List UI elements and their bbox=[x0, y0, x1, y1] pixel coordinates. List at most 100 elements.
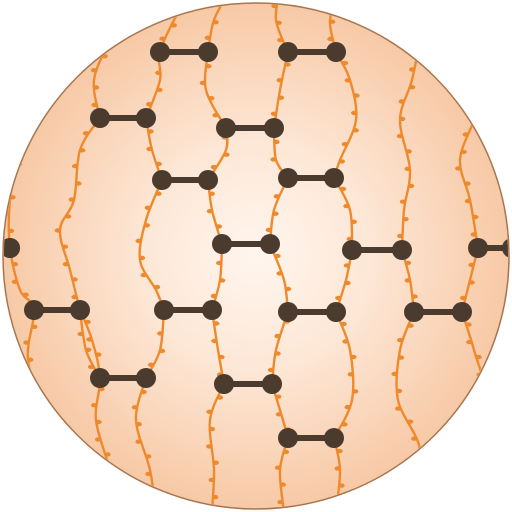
chain-bead bbox=[279, 482, 286, 487]
chain-bead bbox=[64, 214, 72, 219]
chain-bead bbox=[395, 406, 402, 411]
chain-bead bbox=[212, 460, 219, 465]
crosslink bbox=[468, 238, 508, 258]
crosslink-node bbox=[468, 238, 488, 258]
crosslink bbox=[4, 238, 20, 258]
chain-bead bbox=[277, 95, 285, 100]
crosslink-node bbox=[278, 428, 298, 448]
crosslink-node bbox=[212, 234, 232, 254]
chain-bead bbox=[338, 159, 345, 164]
chain-bead bbox=[460, 295, 467, 301]
chain-bead bbox=[465, 322, 472, 327]
chain-bead bbox=[455, 166, 462, 171]
chain-bead bbox=[26, 374, 33, 380]
chain-bead bbox=[265, 227, 273, 233]
chain-bead bbox=[347, 372, 354, 377]
crosslink bbox=[342, 240, 412, 260]
chain-bead bbox=[408, 85, 416, 90]
chain-bead bbox=[7, 228, 15, 234]
crosslink-node bbox=[4, 238, 20, 258]
chain-bead bbox=[94, 437, 102, 442]
chain-bead bbox=[344, 404, 351, 410]
crosslink-node bbox=[324, 168, 344, 188]
crosslink-node bbox=[136, 108, 156, 128]
chain-bead bbox=[71, 294, 78, 300]
chain-bead bbox=[267, 367, 275, 373]
chain-bead bbox=[157, 331, 164, 336]
crosslink-node bbox=[326, 42, 346, 62]
chain-bead bbox=[405, 149, 412, 154]
chain-bead bbox=[116, 23, 123, 28]
chain-bead bbox=[274, 351, 281, 356]
chain-bead bbox=[135, 238, 142, 244]
chain-bead bbox=[341, 142, 349, 147]
crosslink-node bbox=[342, 240, 362, 260]
crosslink bbox=[154, 300, 222, 320]
chain-bead bbox=[170, 23, 177, 28]
chain-bead bbox=[120, 6, 127, 11]
chain-bead bbox=[213, 321, 220, 326]
chain-bead bbox=[131, 405, 139, 410]
chain-bead bbox=[479, 422, 486, 427]
chain-bead bbox=[399, 116, 406, 122]
chain-bead bbox=[475, 354, 482, 360]
chain-bead bbox=[404, 278, 411, 283]
chain-bead bbox=[473, 100, 481, 106]
chain-bead bbox=[175, 6, 182, 11]
chain-bead bbox=[71, 163, 79, 169]
chain-bead bbox=[270, 157, 277, 162]
chain-bead bbox=[145, 471, 152, 477]
crosslink bbox=[278, 168, 344, 188]
crosslink-node bbox=[202, 300, 222, 320]
crosslink-node bbox=[278, 42, 298, 62]
crosslink-node bbox=[216, 118, 236, 138]
crosslink bbox=[212, 234, 280, 254]
chain-bead bbox=[344, 280, 351, 286]
crosslink bbox=[90, 108, 156, 128]
chain-bead bbox=[273, 194, 280, 199]
chain-bead bbox=[62, 262, 70, 267]
chain-bead bbox=[210, 293, 218, 299]
chain-bead bbox=[87, 364, 95, 370]
chain-bead bbox=[340, 321, 347, 327]
chain-bead bbox=[31, 324, 38, 329]
chain-bead bbox=[274, 465, 282, 470]
polymer-chain bbox=[208, 382, 226, 508]
chain-bead bbox=[466, 339, 473, 345]
chain-bead bbox=[95, 419, 102, 425]
chain-bead bbox=[411, 294, 418, 299]
chain-bead bbox=[391, 371, 398, 377]
crosslink bbox=[150, 42, 218, 62]
chain-bead bbox=[92, 85, 100, 90]
chain-bead bbox=[331, 499, 339, 505]
chain-bead bbox=[159, 36, 166, 41]
chain-bead bbox=[146, 146, 153, 152]
chain-bead bbox=[353, 93, 360, 98]
crosslink bbox=[90, 368, 156, 388]
chain-bead bbox=[343, 263, 351, 268]
chain-bead bbox=[144, 205, 151, 210]
chain-bead bbox=[395, 388, 403, 394]
chain-bead bbox=[85, 347, 92, 352]
crosslink-node bbox=[90, 108, 110, 128]
chain-bead bbox=[341, 422, 348, 427]
chain-bead bbox=[54, 228, 61, 233]
chain-bead bbox=[135, 422, 142, 427]
chain-bead bbox=[155, 70, 162, 76]
chain-bead bbox=[199, 80, 207, 86]
chain-bead bbox=[472, 214, 479, 220]
chain-bead bbox=[341, 60, 349, 66]
chain-bead bbox=[79, 148, 86, 153]
crosslink-node bbox=[404, 302, 424, 322]
chain-bead bbox=[206, 409, 213, 414]
chain-bead bbox=[147, 362, 155, 367]
chain-bead bbox=[407, 323, 414, 328]
crosslink bbox=[278, 428, 344, 448]
crosslink-node bbox=[198, 42, 218, 62]
chain-bead bbox=[140, 272, 147, 278]
chain-bead bbox=[23, 340, 30, 345]
crosslink bbox=[152, 170, 218, 190]
crosslink bbox=[24, 300, 90, 320]
chain-bead bbox=[206, 444, 213, 449]
